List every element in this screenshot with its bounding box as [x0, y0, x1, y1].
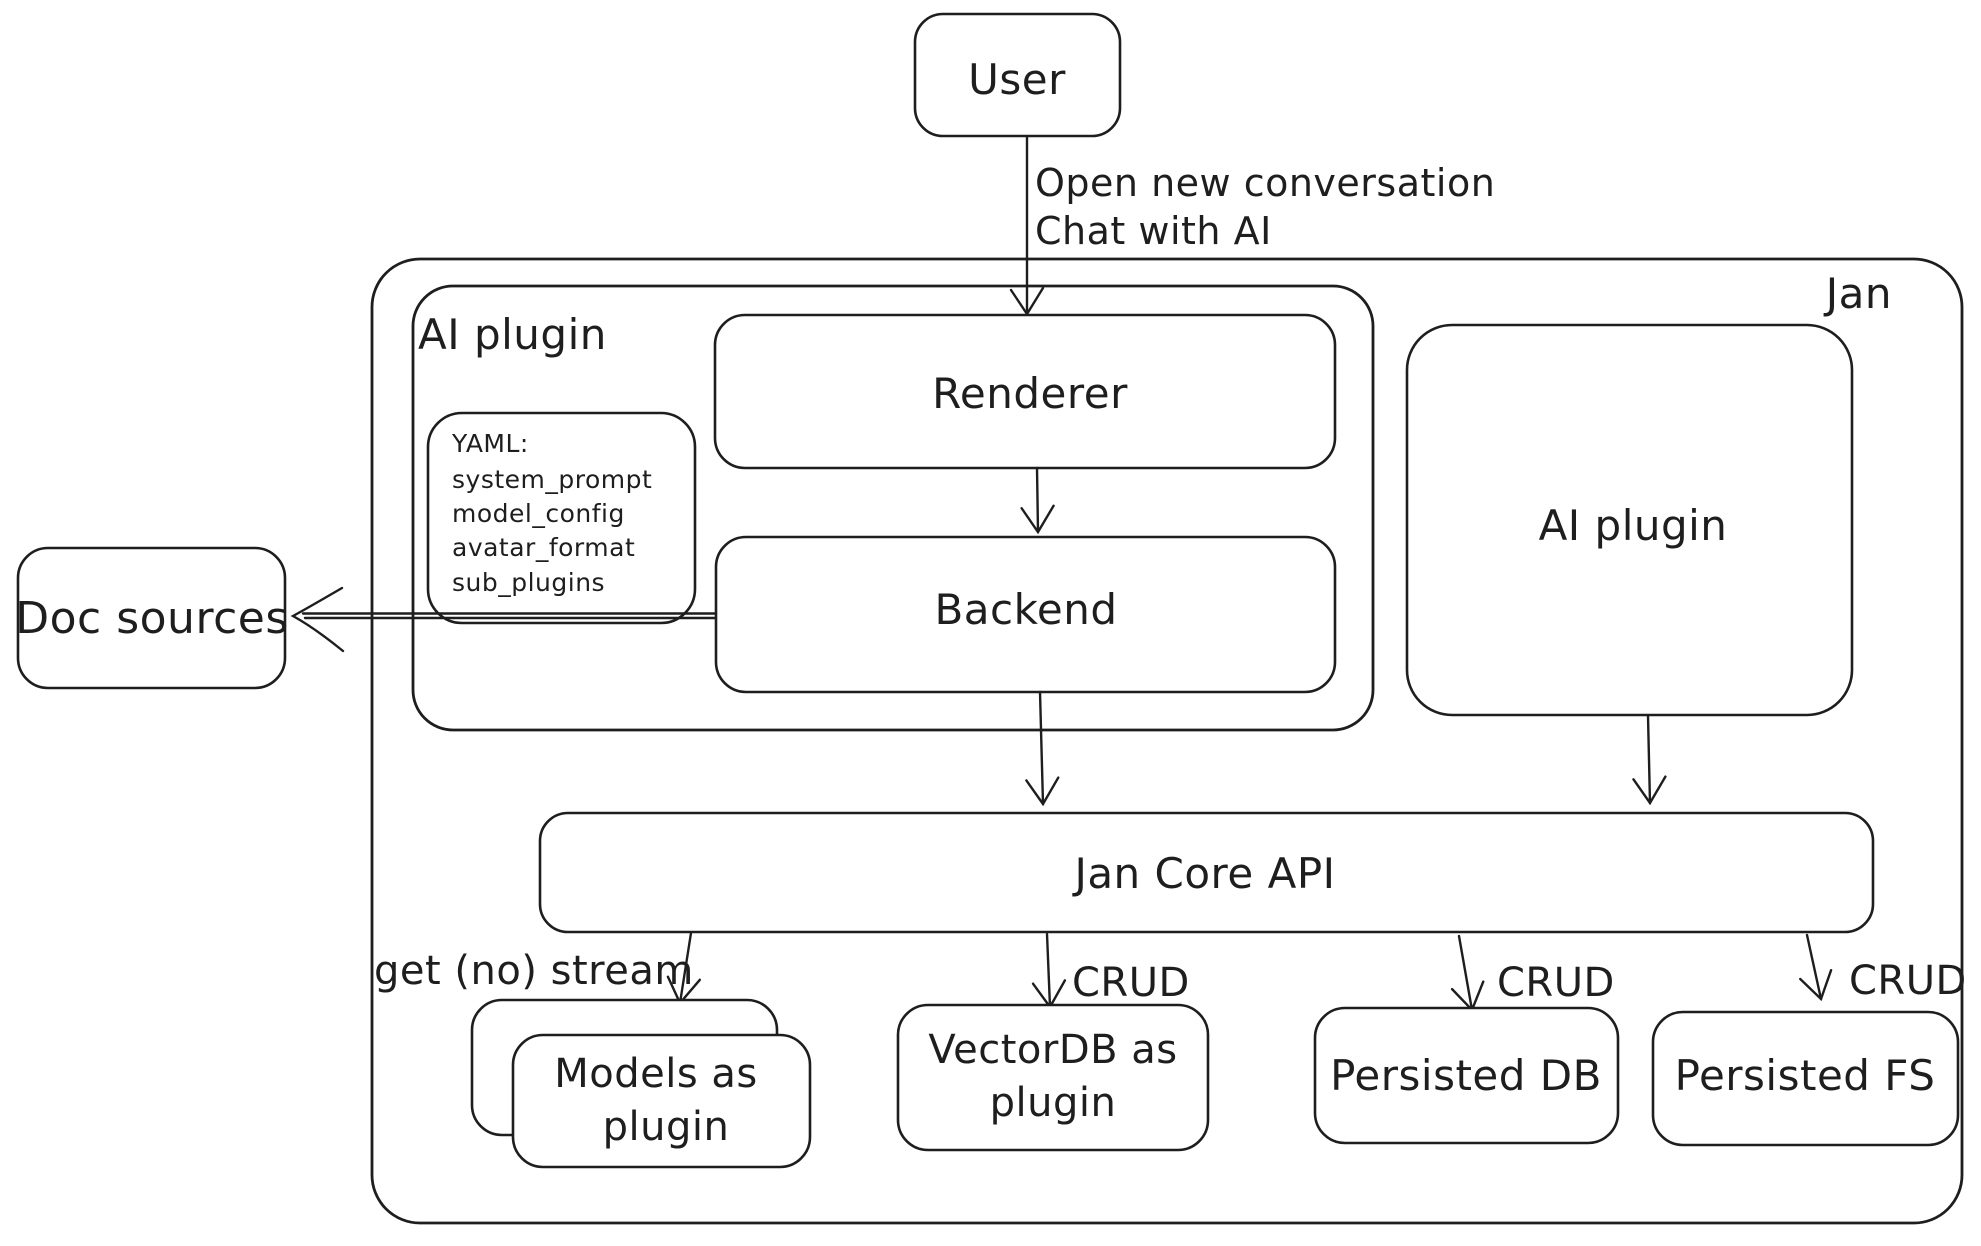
vectordb-plugin-node [896, 1003, 1210, 1152]
persisted-db-node [1313, 1006, 1620, 1145]
models-plugin-label-line2: plugin [603, 1104, 730, 1150]
yaml-note-item-system-prompt: system_prompt [452, 465, 652, 494]
edge-backend-to-core [1025, 690, 1060, 807]
user-node-label: User [968, 55, 1066, 104]
edge-label-crud-fs: CRUD [1849, 958, 1967, 1004]
jan-core-api-label: Jan Core API [1071, 849, 1335, 898]
edge-label-crud-vectordb: CRUD [1072, 960, 1190, 1006]
edge-core-to-vectordb [1031, 932, 1067, 1010]
yaml-note-item-avatar-format: avatar_format [452, 533, 635, 562]
backend-node-label: Backend [934, 585, 1117, 634]
doc-sources-node-label: Doc sources [15, 593, 289, 644]
vectordb-plugin-label-line2: plugin [990, 1080, 1117, 1126]
jan-core-api-node [538, 811, 1875, 934]
yaml-note [426, 411, 697, 625]
yaml-note-item-sub-plugins: sub_plugins [452, 568, 605, 597]
edge-docsources-arrowhead [290, 586, 345, 653]
renderer-node [713, 313, 1337, 470]
edge-label-get-no-stream: get (no) stream [374, 948, 694, 994]
edge-aiplugin-to-core [1632, 714, 1667, 806]
models-plugin-label-line1: Models as [554, 1051, 758, 1097]
edge-renderer-to-backend [1020, 466, 1055, 535]
edge-label-crud-db: CRUD [1497, 960, 1615, 1006]
edge-core-to-persisted-db [1450, 934, 1485, 1013]
renderer-node-label: Renderer [932, 369, 1128, 418]
persisted-db-label: Persisted DB [1330, 1051, 1602, 1100]
vectordb-plugin-label-line1: VectorDB as [928, 1027, 1177, 1073]
edge-user-label-line1: Open new conversation [1035, 161, 1495, 205]
persisted-fs-node [1651, 1010, 1960, 1147]
edge-user-label-line2: Chat with AI [1035, 209, 1272, 253]
user-node [913, 12, 1122, 138]
models-plugin-node [511, 1033, 812, 1169]
ai-plugin-right-node [1405, 323, 1854, 717]
edge-core-to-models [666, 931, 702, 1006]
edge-core-to-persisted-fs [1799, 933, 1833, 1002]
ai-plugin-left-label: AI plugin [418, 310, 607, 359]
doc-sources-node [16, 546, 287, 690]
jan-container-label: Jan [1823, 269, 1892, 318]
ai-plugin-right-label: AI plugin [1539, 501, 1728, 550]
yaml-note-title: YAML: [451, 429, 529, 458]
persisted-fs-label: Persisted FS [1675, 1051, 1936, 1100]
yaml-note-item-model-config: model_config [452, 499, 625, 528]
